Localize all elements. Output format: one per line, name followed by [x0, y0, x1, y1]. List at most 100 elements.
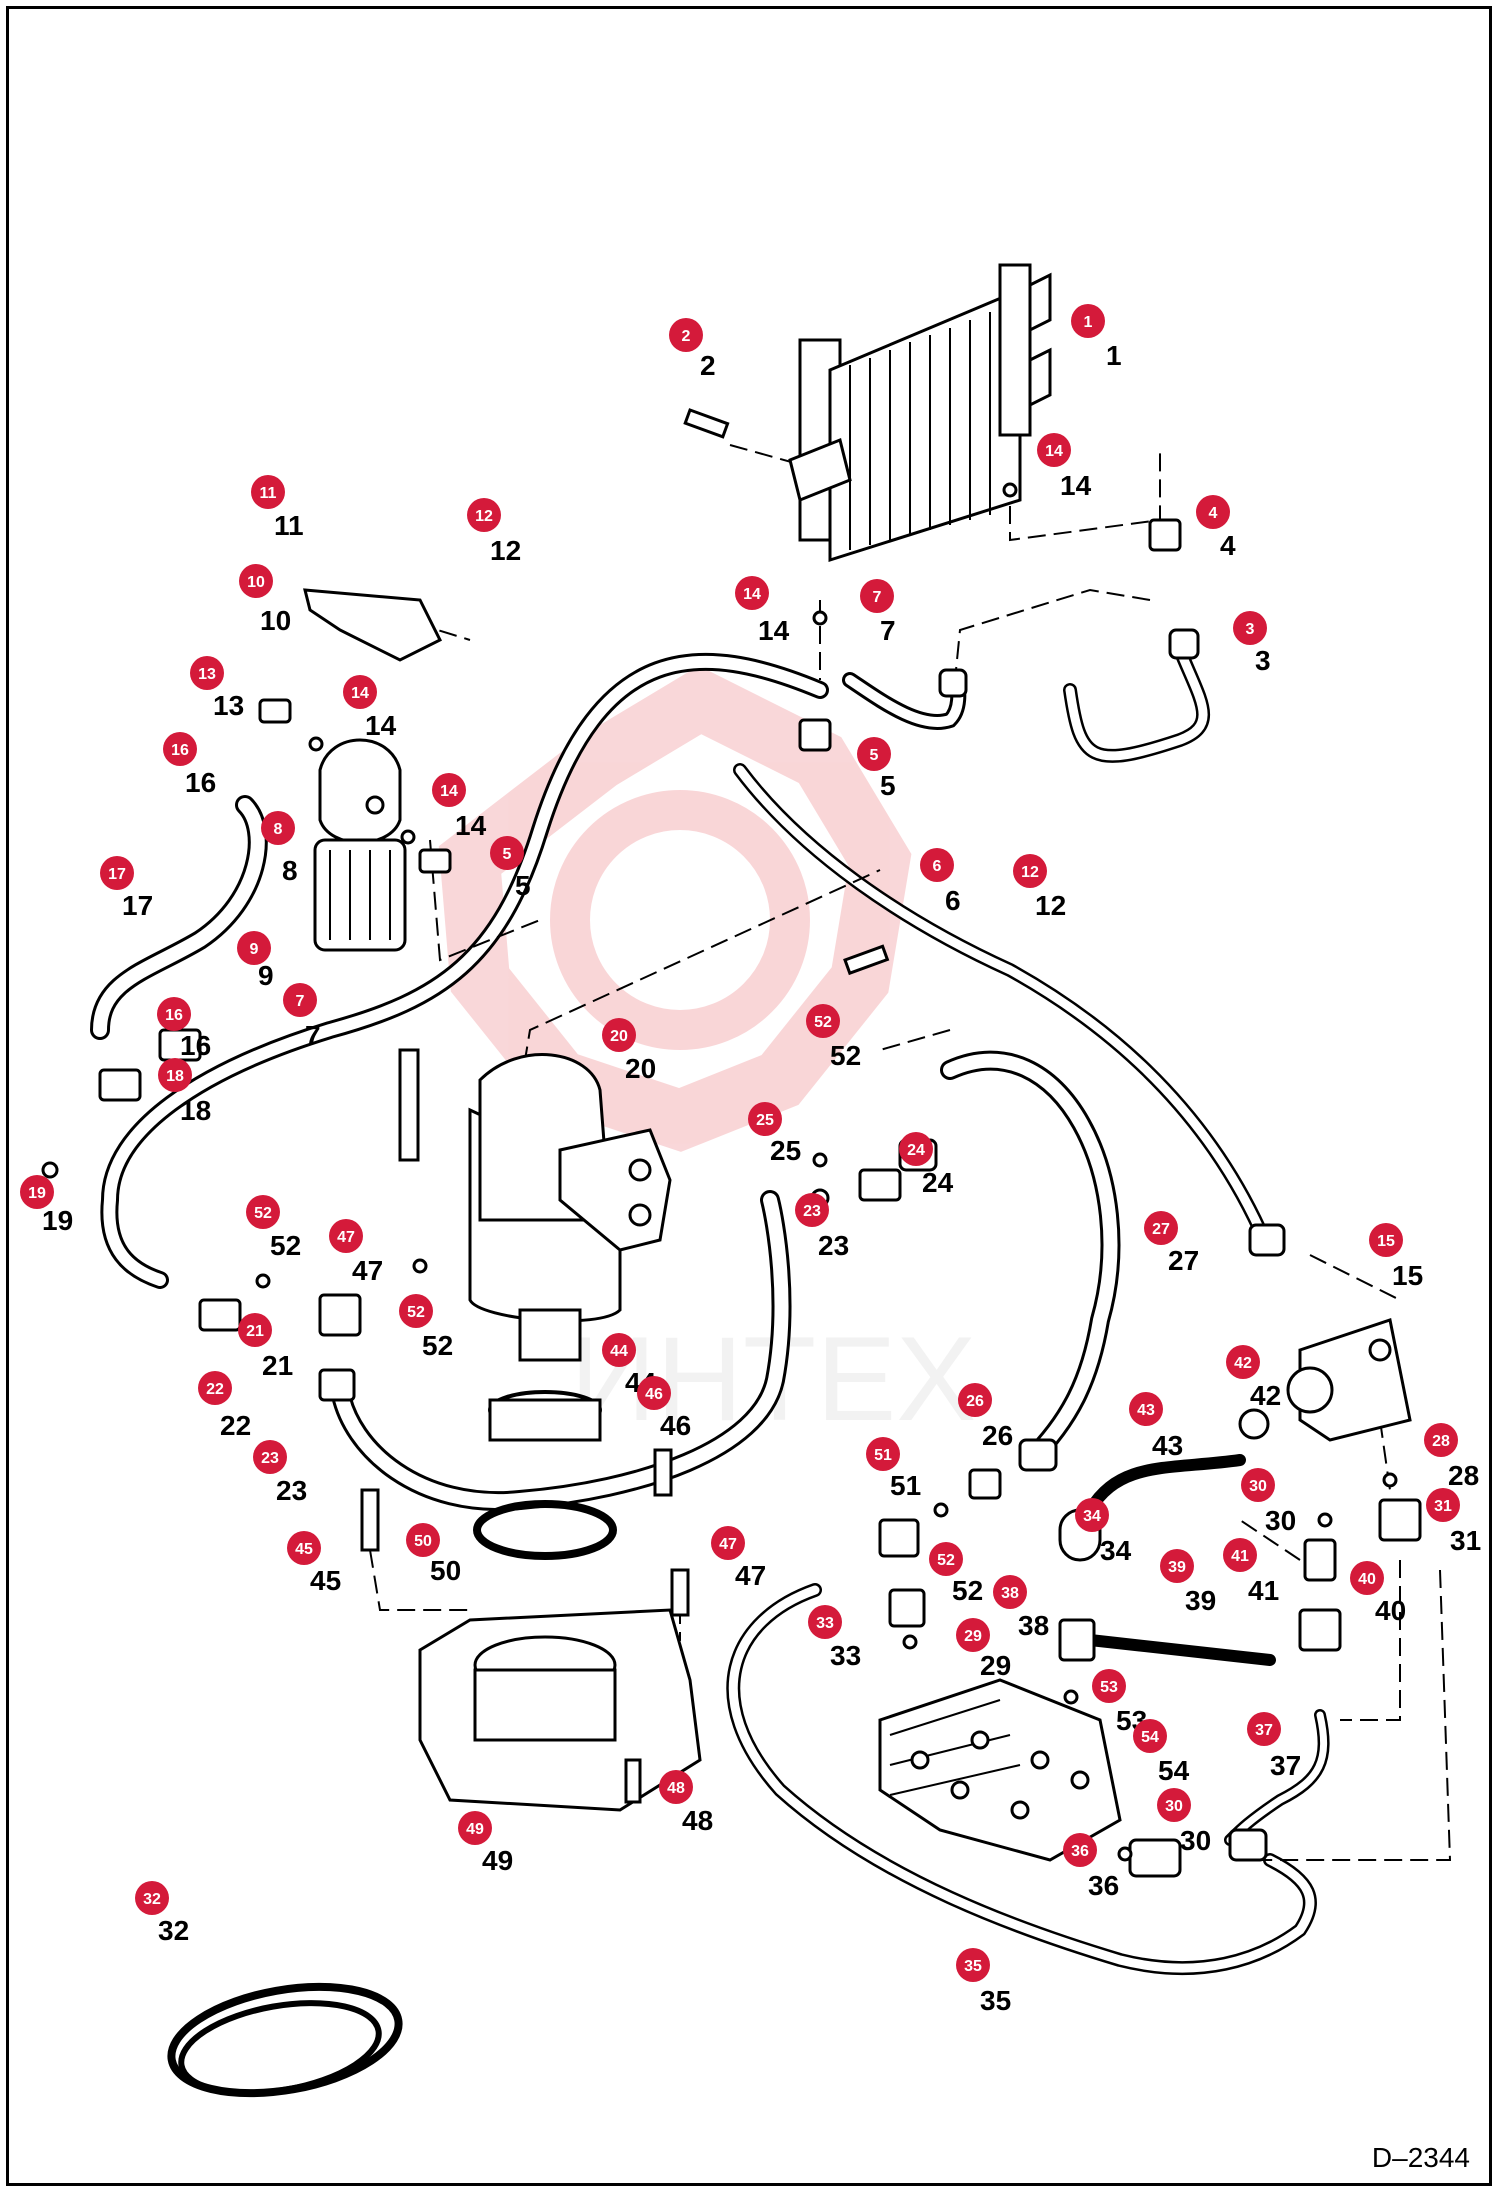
- callout-part-number: 45: [310, 1565, 341, 1596]
- callout-part-number: 42: [1250, 1380, 1281, 1411]
- callout-37: 37 37: [1247, 1712, 1301, 1781]
- callout-badge: [135, 1881, 169, 1915]
- callout-part-number: 20: [625, 1053, 656, 1084]
- callout-part-number: 37: [1270, 1750, 1301, 1781]
- callout-badge-number: 36: [1071, 1843, 1089, 1860]
- callout-part-number: 52: [422, 1330, 453, 1361]
- relief-valve-block: [1286, 1318, 1412, 1442]
- callout-badge-number: 11: [260, 485, 277, 502]
- callout-badge: [806, 1004, 840, 1038]
- callout-part-number: 33: [830, 1640, 861, 1671]
- callout-part-number: 32: [158, 1915, 189, 1946]
- callout-badge: [432, 773, 466, 807]
- callout-badge-number: 52: [814, 1014, 832, 1031]
- callout-badge: [860, 579, 894, 613]
- callout-badge: [956, 1948, 990, 1982]
- callout-badge-number: 15: [1377, 1233, 1395, 1250]
- callout-part-number: 51: [890, 1470, 921, 1501]
- callout-badge-number: 44: [610, 1343, 628, 1360]
- callout-badge: [1241, 1468, 1275, 1502]
- callout-1: 11: [1071, 304, 1122, 371]
- callout-badge-number: 35: [964, 1958, 982, 1975]
- callout-part-number: 49: [482, 1845, 513, 1876]
- callout-badge-number: 54: [1141, 1729, 1159, 1746]
- callout-part-number: 29: [980, 1650, 1011, 1681]
- callout-4: 44: [1196, 495, 1236, 561]
- callout-badge-number: 31: [1434, 1498, 1452, 1515]
- callout-part-number: 28: [1448, 1460, 1479, 1491]
- callout-badge: [958, 1383, 992, 1417]
- callout-badge: [711, 1526, 745, 1560]
- callout-part-number: 46: [660, 1410, 691, 1441]
- callout-badge-number: 51: [874, 1447, 892, 1464]
- callout-part-number: 31: [1450, 1525, 1481, 1556]
- callout-badge-number: 9: [250, 941, 259, 958]
- callout-badge: [795, 1193, 829, 1227]
- callout-badge: [1226, 1345, 1260, 1379]
- callout-badge: [929, 1542, 963, 1576]
- callout-badge-number: 39: [1168, 1559, 1186, 1576]
- callout-badge-number: 42: [1234, 1355, 1252, 1372]
- callout-badge-number: 38: [1001, 1585, 1019, 1602]
- callout-badge: [857, 737, 891, 771]
- callout-badge-number: 52: [937, 1552, 955, 1569]
- dashed-leaders: [339, 444, 1452, 1861]
- callout-5: 55: [490, 836, 531, 901]
- callout-badge: [1092, 1669, 1126, 1703]
- callout-badge: [1247, 1712, 1281, 1746]
- callout-badge: [158, 1058, 192, 1092]
- callout-part-number: 4: [1220, 530, 1236, 561]
- callout-badge-number: 6: [933, 858, 942, 875]
- callout-35: 35 35: [956, 1948, 1011, 2016]
- callout-badge: [993, 1575, 1027, 1609]
- callout-badge: [1075, 1498, 1109, 1532]
- callout-badge-number: 22: [206, 1381, 224, 1398]
- callout-part-number: 35: [980, 1985, 1011, 2016]
- callout-badge-number: 37: [1255, 1722, 1273, 1739]
- callout-part-number: 16: [185, 767, 216, 798]
- callout-part-number: 12: [1035, 890, 1066, 921]
- callout-badge-number: 47: [337, 1229, 355, 1246]
- callout-badge: [343, 675, 377, 709]
- gear-pump: [468, 1053, 672, 1560]
- callout-part-number: 52: [270, 1230, 301, 1261]
- callout-part-number: 25: [770, 1135, 801, 1166]
- callout-badge-number: 53: [1100, 1679, 1118, 1696]
- callout-badge-number: 50: [414, 1533, 432, 1550]
- callout-part-number: 21: [262, 1350, 293, 1381]
- callout-badge-number: 41: [1231, 1548, 1249, 1565]
- callout-badge: [1133, 1719, 1167, 1753]
- callout-badge: [808, 1605, 842, 1639]
- callout-badge: [20, 1175, 54, 1209]
- drawing-number: D–2344: [1371, 2142, 1470, 2173]
- callout-part-number: 43: [1152, 1430, 1183, 1461]
- callout-badge-number: 19: [28, 1185, 46, 1202]
- callout-badge: [1369, 1223, 1403, 1257]
- callout-part-number: 14: [1060, 470, 1092, 501]
- callout-badge: [1129, 1392, 1163, 1426]
- callout-badge: [735, 576, 769, 610]
- callout-badge: [287, 1531, 321, 1565]
- callout-badge-number: 1: [1084, 314, 1093, 331]
- callout-badge-number: 12: [1021, 864, 1039, 881]
- callout-part-number: 22: [220, 1410, 251, 1441]
- callout-6: 66: [920, 848, 961, 916]
- callout-3: 33: [1233, 611, 1271, 676]
